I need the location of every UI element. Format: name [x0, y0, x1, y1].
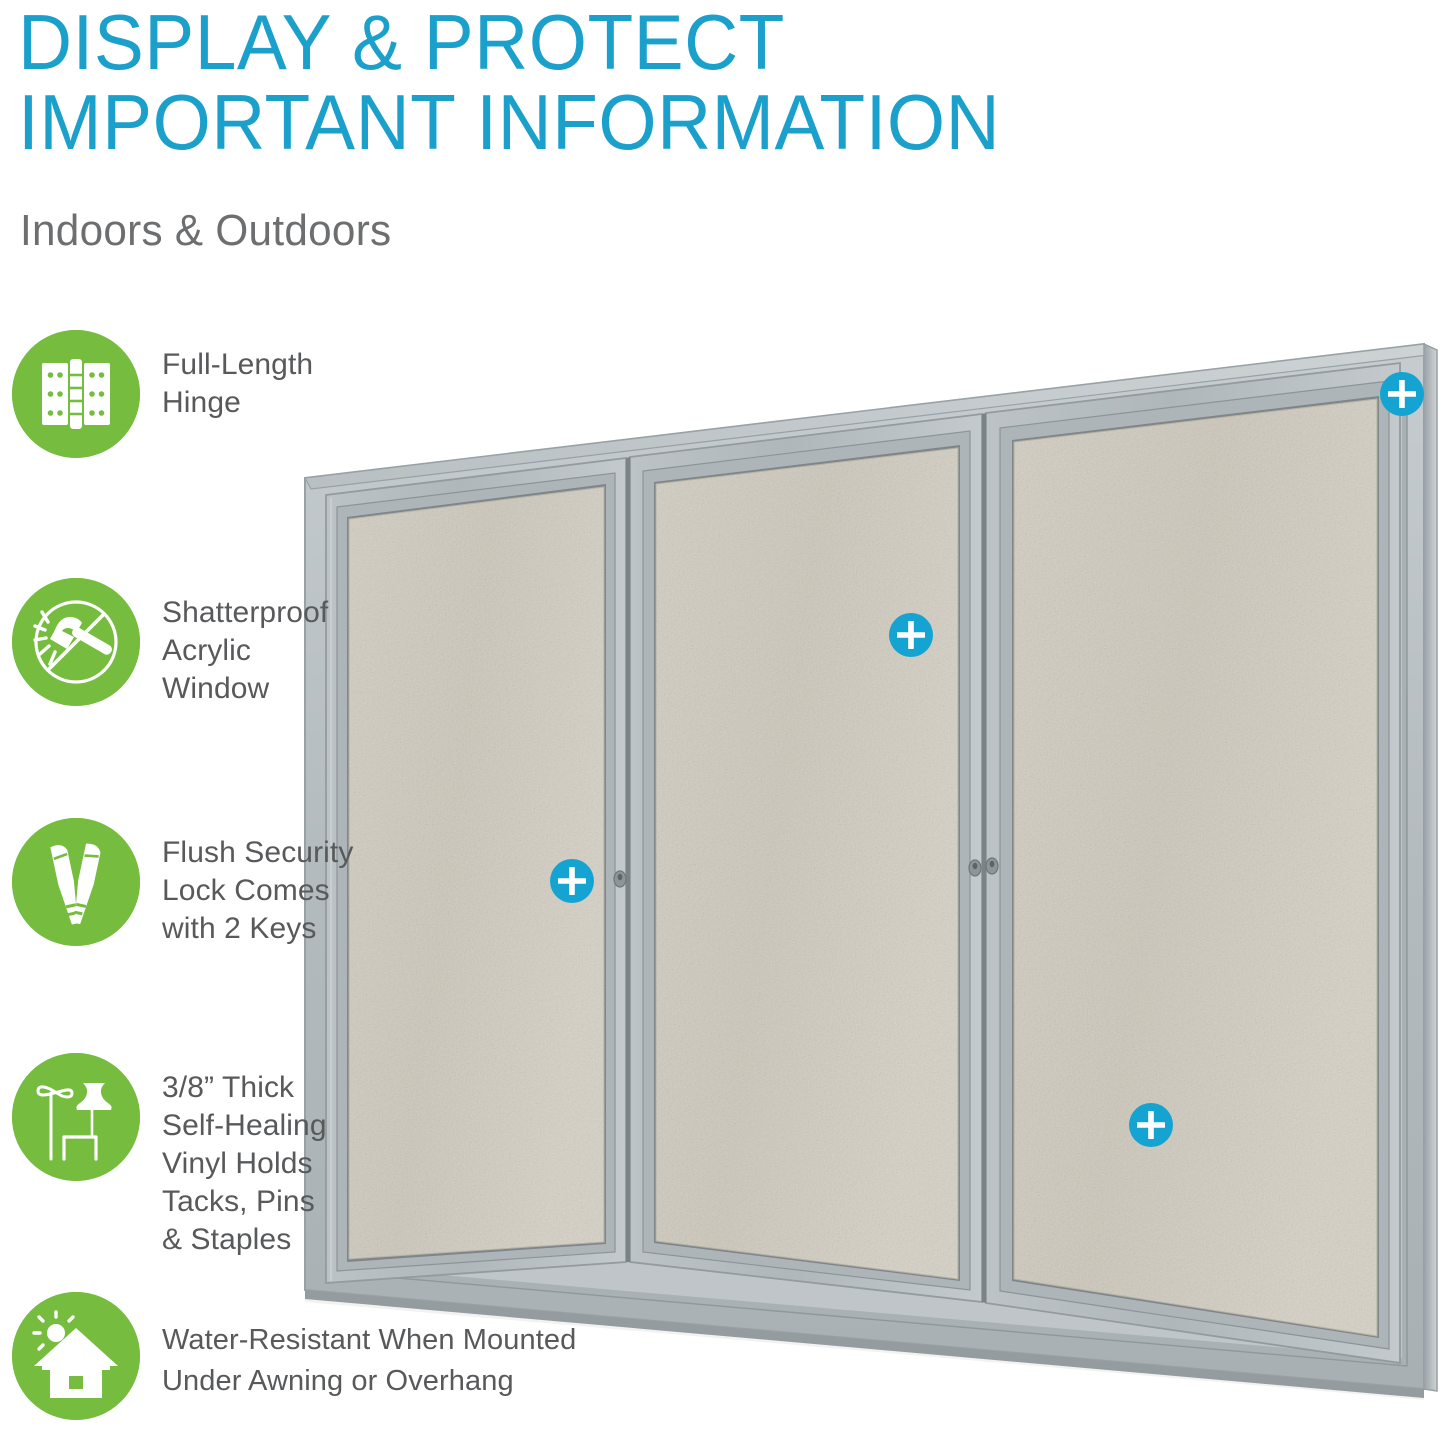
plus-marker-hinge-button[interactable]: [1379, 371, 1425, 417]
plus-marker-acrylic: [889, 613, 933, 657]
plus-marker-hinge: [1380, 372, 1424, 416]
feature-label-hinge: Full-Length Hinge: [162, 348, 314, 419]
feature-label-acrylic: Shatterproof Acrylic Window: [162, 596, 329, 705]
feature-icon-badge-vinyl: [12, 1053, 140, 1181]
plus-marker-vinyl-button[interactable]: [1128, 1102, 1174, 1148]
feature-icon-badge-water: [12, 1292, 140, 1420]
headline-line-1: DISPLAY & PROTECT: [18, 0, 785, 86]
feature-icon-badge-acrylic: [12, 578, 140, 706]
feature-label-vinyl: 3/8” Thick Self-Healing Vinyl Holds Tack…: [162, 1071, 327, 1256]
plus-marker-vinyl: [1129, 1103, 1173, 1147]
feature-label-water: Water-Resistant When Mounted Under Awnin…: [162, 1324, 577, 1397]
plus-marker-lock-button[interactable]: [549, 858, 595, 904]
headline-block: DISPLAY & PROTECT IMPORTANT INFORMATION: [18, 2, 1218, 162]
feature-self-healing-vinyl: 3/8” Thick Self-Healing Vinyl Holds Tack…: [12, 1053, 327, 1259]
feature-shatterproof-acrylic: Shatterproof Acrylic Window: [12, 578, 328, 708]
pins-tacks-staples-icon: [12, 1053, 140, 1181]
feature-icon-badge-hinge: [12, 330, 140, 458]
feature-label-lock: Flush Security Lock Comes with 2 Keys: [162, 836, 354, 945]
feature-flush-security-lock: Flush Security Lock Comes with 2 Keys: [12, 818, 353, 948]
feature-full-length-hinge: Full-Length Hinge: [12, 330, 313, 458]
feature-icon-badge-lock: [12, 818, 140, 946]
subtitle: Indoors & Outdoors: [20, 206, 392, 255]
no-hammer-icon: [12, 578, 140, 706]
plus-marker-lock: [550, 859, 594, 903]
house-sun-icon: [12, 1292, 140, 1420]
hinge-icon: [12, 330, 140, 458]
keys-icon: [12, 818, 140, 946]
headline-line-2: IMPORTANT INFORMATION: [18, 78, 1001, 166]
plus-marker-acrylic-button[interactable]: [888, 612, 934, 658]
feature-water-resistant: Water-Resistant When Mounted Under Awnin…: [12, 1292, 576, 1420]
